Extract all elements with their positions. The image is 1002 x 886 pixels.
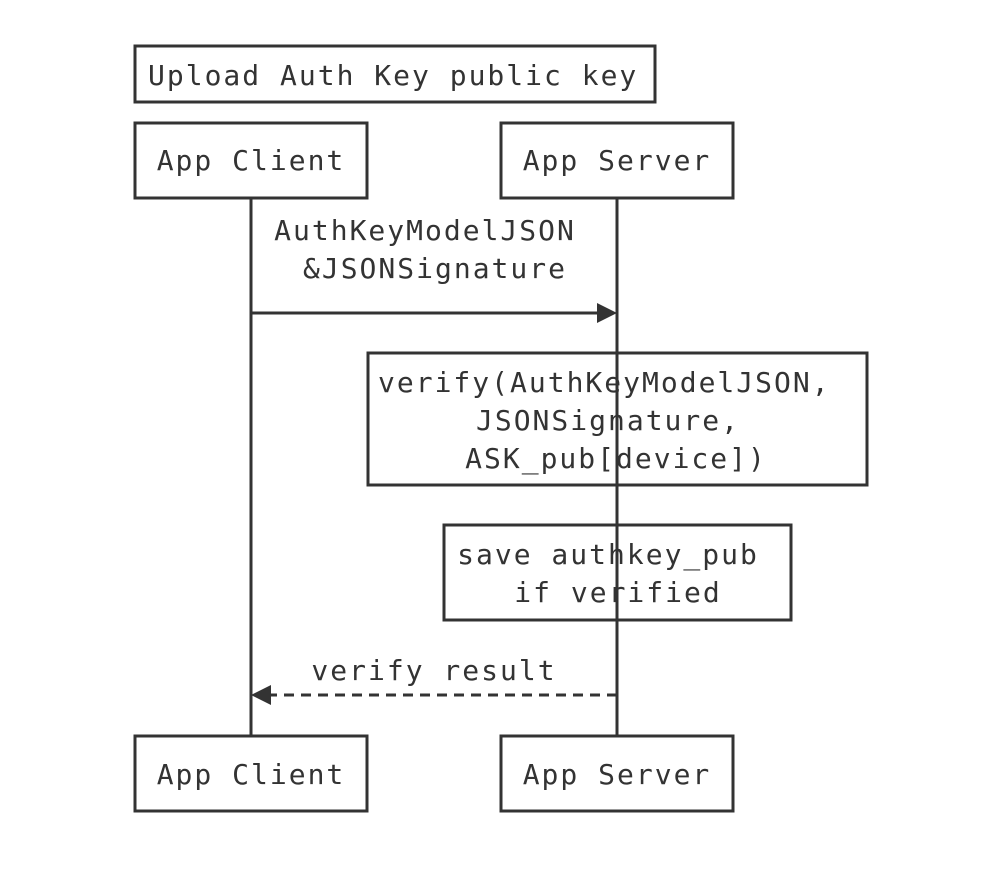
- participant-client-bottom: App Client: [133, 734, 369, 813]
- participant-client-top: App Client: [133, 121, 369, 200]
- save-note: save authkey_pub if verified: [442, 523, 793, 622]
- participant-server-bottom-label: App Server: [523, 758, 712, 791]
- diagram-title: Upload Auth Key public key: [148, 59, 638, 92]
- request-message-label-line2: &JSONSignature: [303, 252, 567, 285]
- participant-server-bottom: App Server: [499, 734, 735, 813]
- verify-note-line2: JSONSignature,: [476, 404, 740, 437]
- save-note-line2: if verified: [514, 576, 721, 609]
- save-note-line1: save authkey_pub: [457, 538, 759, 572]
- request-arrowhead: [597, 303, 617, 323]
- verify-note-line3: ASK_pub[device]): [465, 442, 767, 476]
- participant-client-bottom-label: App Client: [157, 758, 346, 791]
- response-arrowhead: [251, 685, 271, 705]
- participant-server-top-label: App Server: [523, 144, 712, 177]
- verify-note: verify(AuthKeyModelJSON, JSONSignature, …: [366, 351, 869, 487]
- request-message-label-line1: AuthKeyModelJSON: [274, 214, 576, 247]
- participant-server-top: App Server: [499, 121, 735, 200]
- request-message: AuthKeyModelJSON &JSONSignature: [251, 214, 617, 323]
- response-message-label: verify result: [311, 654, 556, 687]
- participant-client-top-label: App Client: [157, 144, 346, 177]
- diagram-title-box: Upload Auth Key public key: [133, 44, 657, 104]
- verify-note-line1: verify(AuthKeyModelJSON,: [378, 366, 831, 399]
- response-message: verify result: [251, 654, 617, 705]
